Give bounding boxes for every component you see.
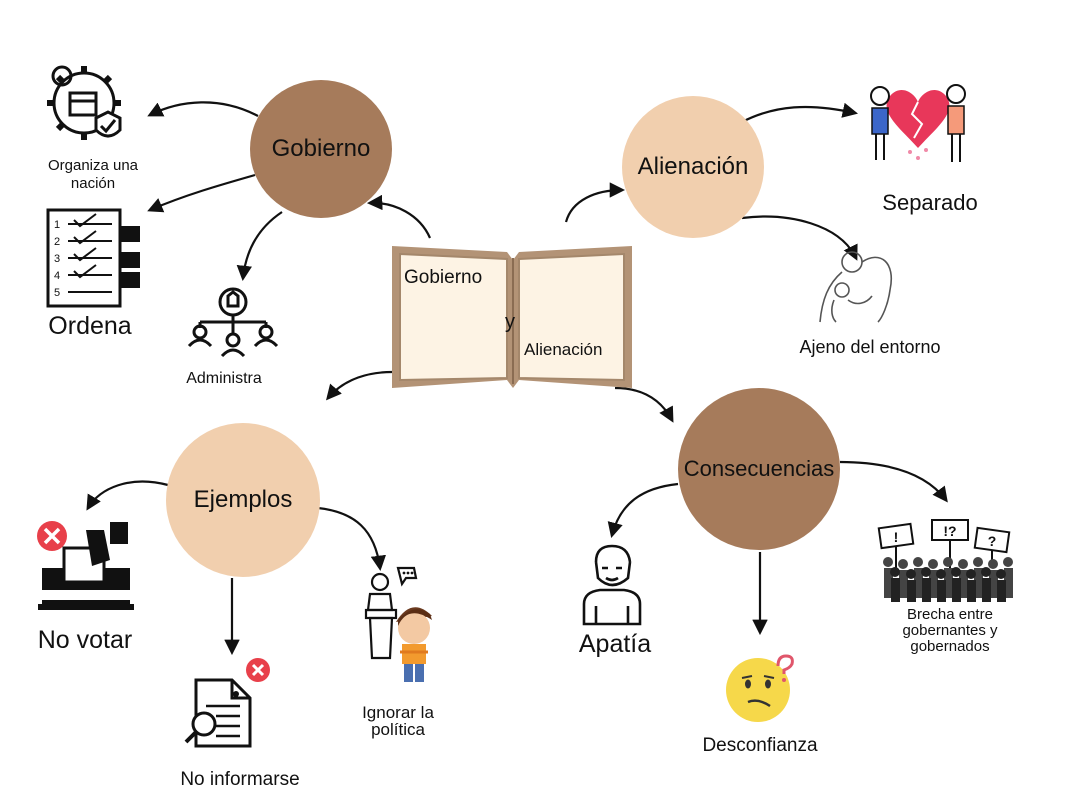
protest-sign-3: ? xyxy=(988,533,997,549)
book-title-line1: Gobierno xyxy=(404,267,483,288)
checklist-number: 5 xyxy=(54,287,60,299)
arrow-book-consecuencias xyxy=(614,386,674,423)
book-title-line3: Alienación xyxy=(524,340,603,359)
arrow-consecuencias-apatia xyxy=(607,482,679,538)
arrow-gobierno-ordena xyxy=(147,173,256,213)
arrow-ejemplos-ignorar xyxy=(317,506,387,572)
arrow-book-ejemplos xyxy=(326,370,393,401)
book-title-line2: y xyxy=(505,311,515,333)
leaf-ignorar-line1: Ignorar la xyxy=(362,703,434,722)
arrow-ejemplos-novotar xyxy=(86,480,169,511)
leaf-ajeno: Ajeno del entorno xyxy=(799,337,941,357)
leaf-administra: Administra xyxy=(186,370,262,387)
checklist-number: 4 xyxy=(54,270,60,282)
leaf-brecha-line2: gobernantes y xyxy=(902,622,998,639)
leaf-organiza-line1: Organiza una xyxy=(47,157,139,174)
node-consecuencias: Consecuencias xyxy=(678,388,840,550)
protest-sign-1: ! xyxy=(894,529,899,545)
arrow-book-alienacion xyxy=(564,182,626,223)
leaf-separado: Separado xyxy=(882,190,978,215)
node-gobierno: Gobierno xyxy=(250,80,392,218)
protest-sign-2: !? xyxy=(943,523,956,539)
checklist-number: 1 xyxy=(54,219,60,231)
checklist-number: 2 xyxy=(54,236,60,248)
leaf-no-informarse: No informarse xyxy=(180,769,300,790)
leaf-desconfianza: Desconfianza xyxy=(702,735,818,756)
leaf-organiza-line2: nación xyxy=(70,175,116,192)
arrow-book-gobierno xyxy=(366,194,432,239)
arrow-consecuencias-brecha xyxy=(839,460,948,503)
node-ejemplos: Ejemplos xyxy=(166,423,320,577)
node-consecuencias-label: Consecuencias xyxy=(683,456,835,481)
node-gobierno-label: Gobierno xyxy=(271,135,371,162)
node-ejemplos-label: Ejemplos xyxy=(193,486,293,513)
leaf-no-votar: No votar xyxy=(37,626,133,654)
leaf-brecha-line3: gobernados xyxy=(910,638,990,655)
arrow-alienacion-ajeno xyxy=(741,215,858,261)
arrow-alienacion-separado xyxy=(741,102,859,123)
leaf-apatia: Apatía xyxy=(578,630,652,658)
arrow-gobierno-organiza xyxy=(147,101,259,117)
leaf-brecha-line1: Brecha entre xyxy=(907,606,993,623)
leaf-ignorar-line2: política xyxy=(371,720,425,739)
arrow-gobierno-administra xyxy=(236,211,283,282)
checklist-number: 3 xyxy=(54,253,60,265)
node-alienacion: Alienación xyxy=(622,96,764,238)
leaf-ordena: Ordena xyxy=(48,312,132,340)
node-alienacion-label: Alienación xyxy=(637,153,749,180)
